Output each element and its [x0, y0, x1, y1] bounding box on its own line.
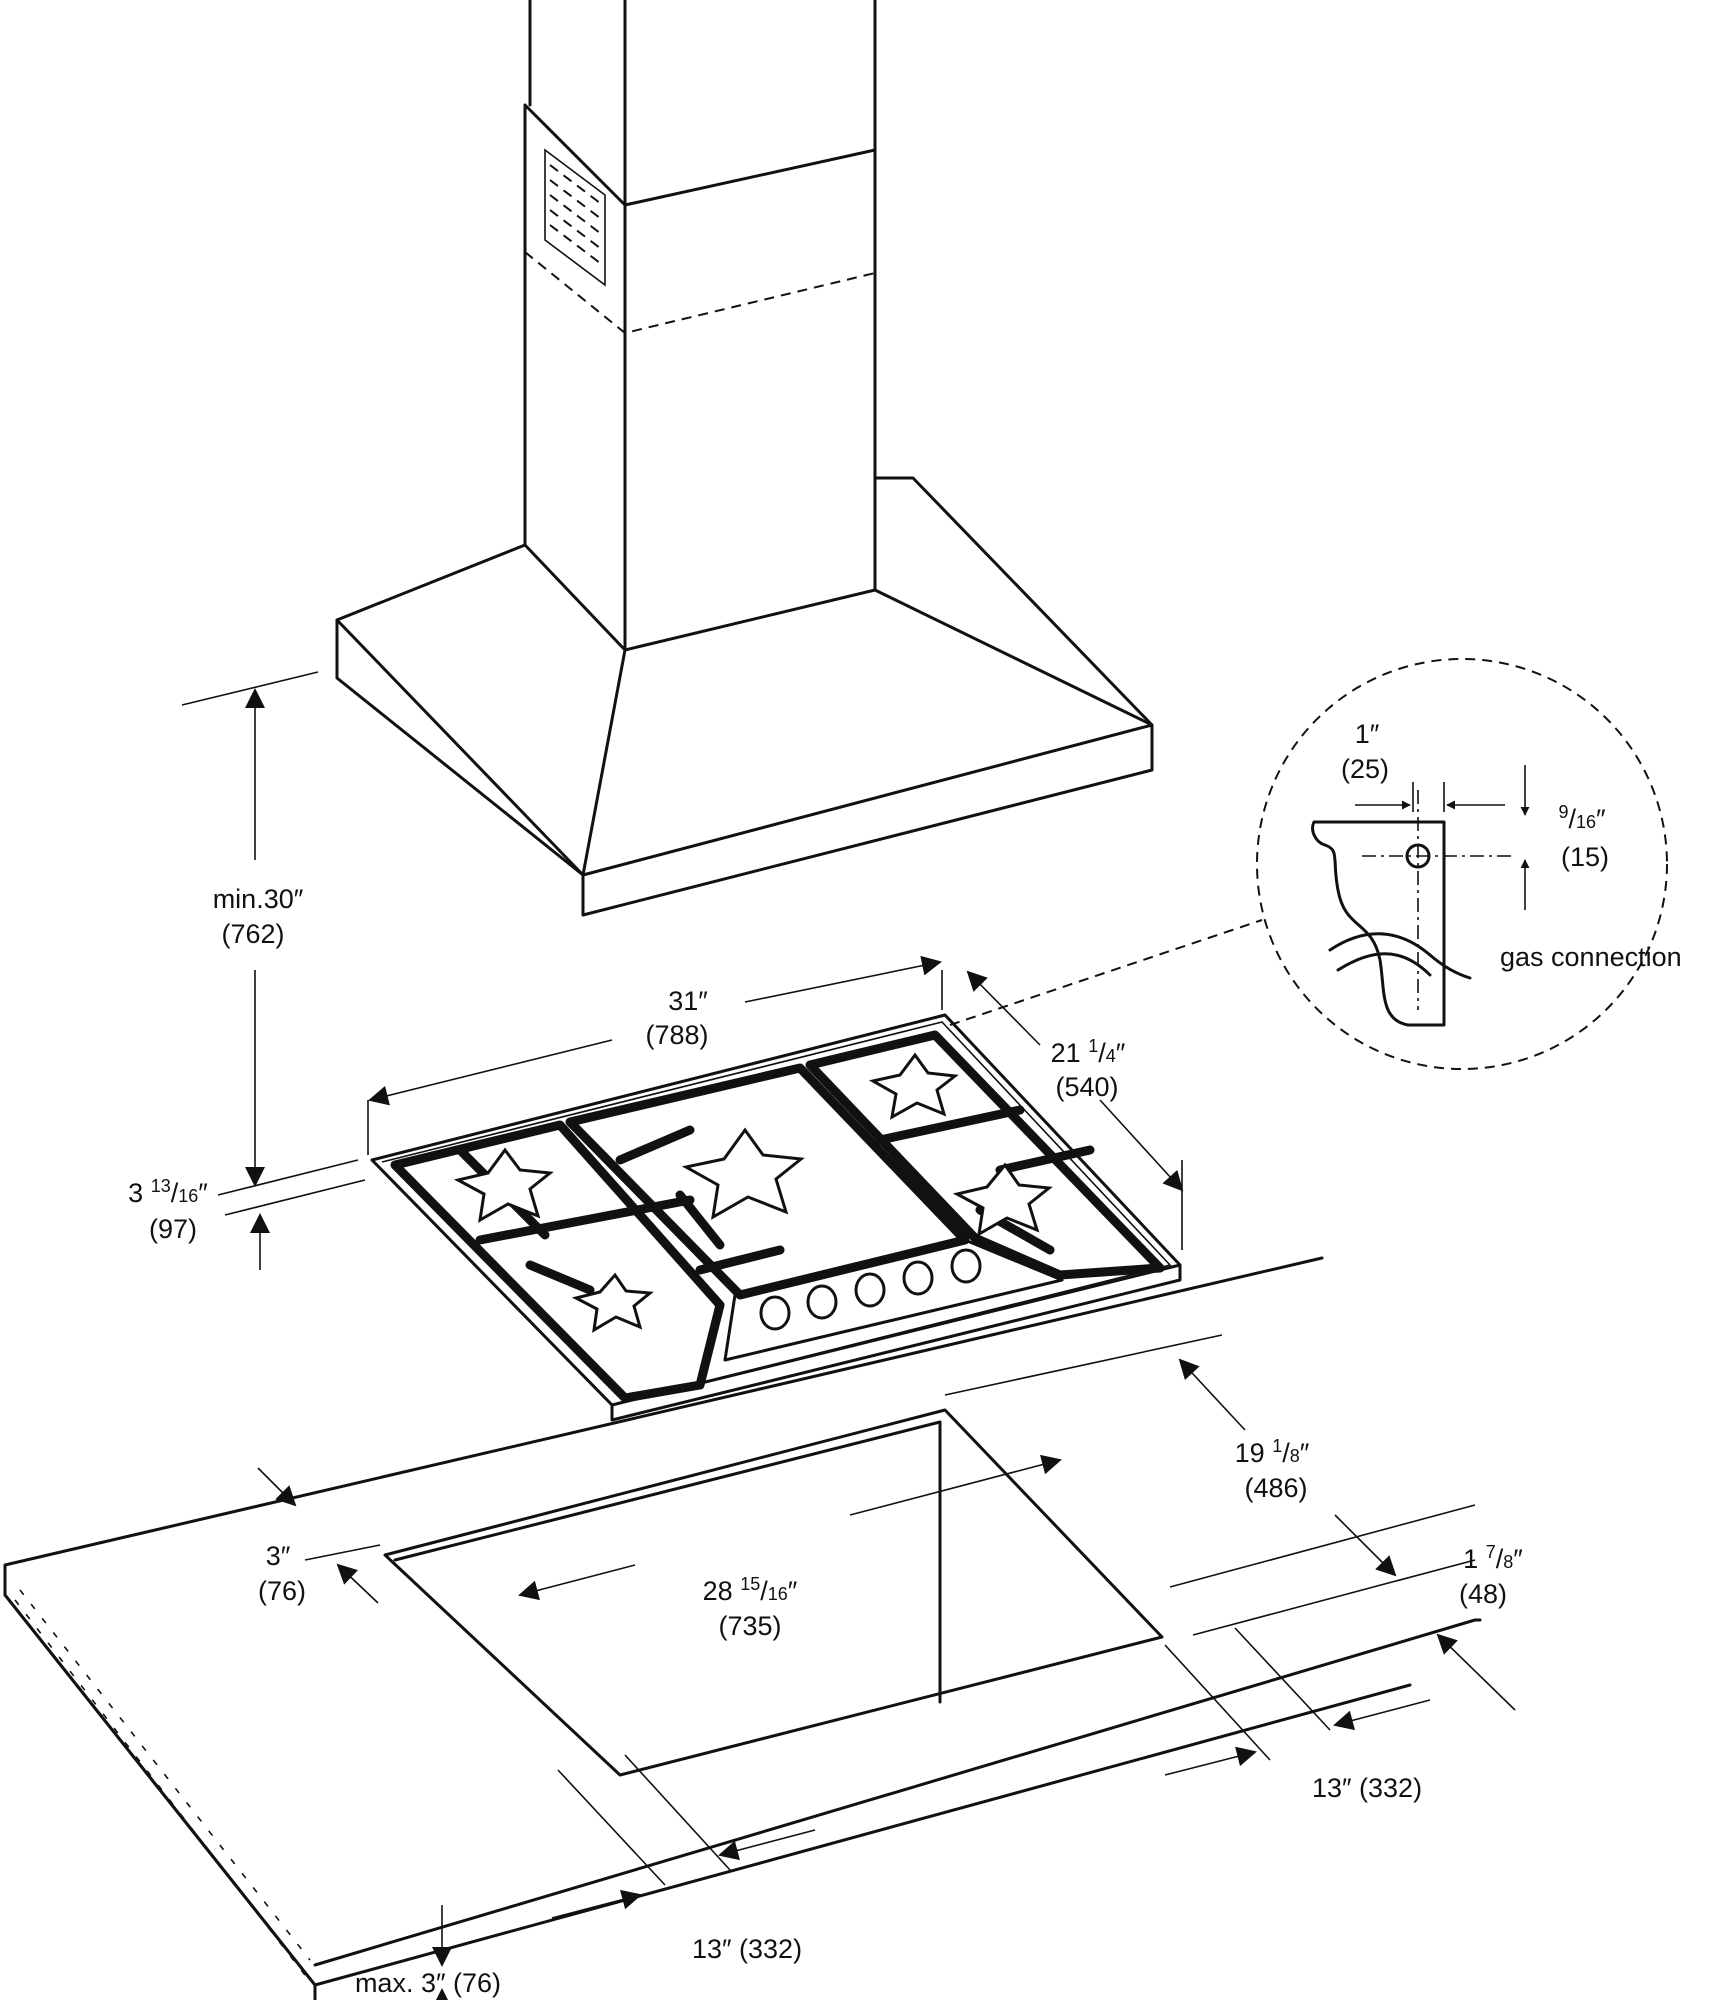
- detail-offset-h-value: 1″: [1355, 719, 1380, 749]
- dim-cutout-width-value: 28 15/16″: [703, 1574, 798, 1606]
- dim-cutout-width-mm: (735): [718, 1611, 781, 1641]
- gas-cooktop: [370, 1013, 1182, 1422]
- dimension-labels: min.30″ (762) 31″ (788) 21 1/4″ (540) 3 …: [128, 719, 1681, 1998]
- canopy-edges: [335, 476, 1154, 877]
- chimney-overlap-line: [524, 251, 876, 335]
- canopy-outline: [335, 476, 1154, 917]
- countertop: [3, 1256, 1482, 2000]
- dim-cooktop-width-mm: (788): [645, 1020, 708, 1050]
- cutout-opening: [383, 1408, 1164, 1777]
- dim-rear-setback-value: 1 7/8″: [1463, 1542, 1523, 1574]
- dim-cooktop-depth-value: 21 1/4″: [1051, 1036, 1126, 1068]
- dim-cooktop-height-mm: (97): [149, 1214, 197, 1244]
- burner-icon: [868, 1052, 959, 1120]
- knob-icon: [902, 1260, 934, 1296]
- gas-connection-detail: [1256, 658, 1668, 1070]
- dim-cooktop-width-value: 31″: [668, 986, 708, 1016]
- detail-offset-v-value: 9/16″: [1558, 802, 1606, 834]
- chimney-cover: [523, 103, 877, 652]
- dim-side-clearance-left: 13″ (332): [692, 1934, 802, 1964]
- dimension-lines: [181, 671, 1516, 2000]
- vent-grille-icon: [544, 148, 606, 287]
- cooktop-profile: [1311, 820, 1446, 1027]
- dim-cutout-depth-value: 19 1/8″: [1235, 1436, 1310, 1468]
- burner-icon: [453, 1147, 554, 1223]
- dim-cutout-depth-mm: (486): [1244, 1473, 1307, 1503]
- dim-rear-setback-mm: (48): [1459, 1579, 1507, 1609]
- dim-cooktop-depth-mm: (540): [1055, 1072, 1118, 1102]
- burner-icon: [571, 1272, 654, 1333]
- detail-gas-connection-label: gas connection: [1500, 942, 1682, 972]
- grate-right-icon: [805, 1030, 1165, 1280]
- chimney-upper-edges: [528, 0, 877, 207]
- dim-front-setback-mm: (76): [258, 1576, 306, 1606]
- knob-icon: [950, 1248, 982, 1284]
- dim-countertop-thickness: max. 3″ (76): [355, 1968, 501, 1998]
- dim-hood-clearance-value: min.30″: [213, 884, 304, 914]
- grate-left-icon: [390, 1120, 725, 1403]
- burner-icon: [681, 1127, 805, 1220]
- control-panel: [723, 1238, 1064, 1362]
- knob-icon: [854, 1272, 886, 1308]
- burner-icon: [952, 1162, 1053, 1237]
- detail-circle: [1256, 658, 1668, 1070]
- dim-front-setback-value: 3″: [266, 1541, 291, 1571]
- detail-offset-h-mm: (25): [1341, 754, 1389, 784]
- knob-icon: [759, 1295, 791, 1331]
- detail-offset-v-mm: (15): [1561, 842, 1609, 872]
- dim-cooktop-height-value: 3 13/16″: [128, 1176, 208, 1208]
- control-knobs: [759, 1248, 982, 1331]
- gas-line: [1328, 932, 1472, 980]
- range-hood: [335, 0, 1154, 917]
- dim-side-clearance-right: 13″ (332): [1312, 1773, 1422, 1803]
- knob-icon: [806, 1284, 838, 1320]
- dim-hood-clearance-mm: (762): [221, 919, 284, 949]
